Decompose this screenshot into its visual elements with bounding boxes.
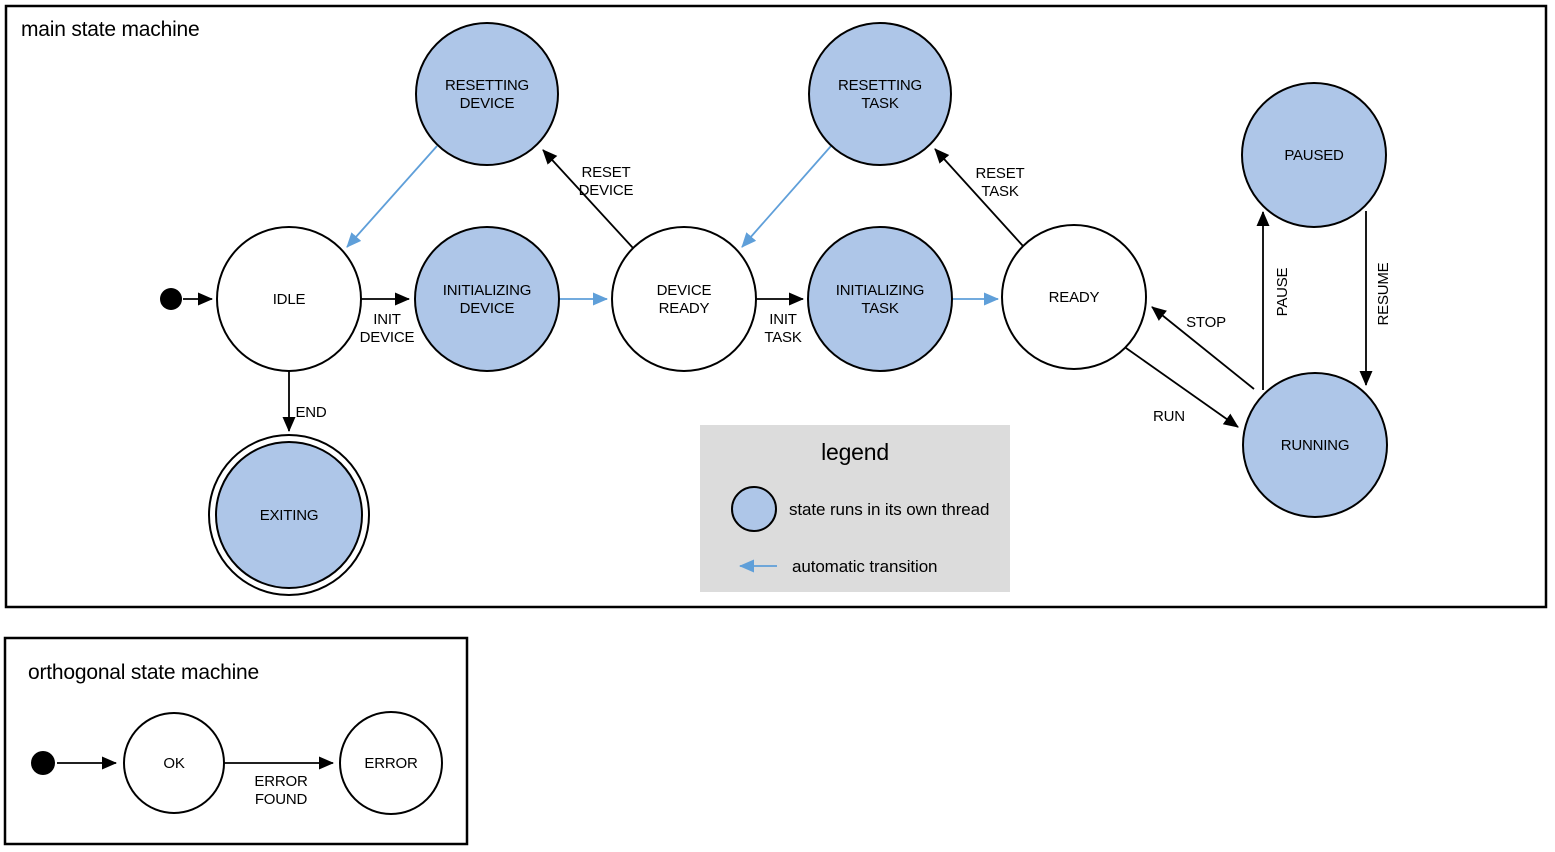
state-initializing-device-label-line1: INITIALIZING [443,282,531,299]
state-ready-label: READY [1049,289,1100,306]
transition-ready-to-resetting-task [934,148,1024,247]
orthogonal-machine-border [3,636,469,846]
main-machine-title: main state machine [21,18,200,41]
state-initializing-task-label-line1: INITIALIZING [836,282,924,299]
transition-label-stop: STOP [1186,314,1226,331]
transition-label-resume: RESUME [1375,262,1392,325]
legend-item-threaded-label: state runs in its own thread [789,500,989,519]
transition-label-error: ERROR [254,773,308,790]
state-error-circle [339,711,443,815]
state-running-circle [1242,372,1388,518]
transition-label-run: RUN [1153,408,1185,425]
legend-title: legend [821,439,889,465]
transition-label-init-device: DEVICE [360,329,415,346]
state-exiting-inner-circle [215,441,363,589]
state-initializing-device-circle [414,226,560,372]
state-exiting-final: EXITING [208,434,370,596]
state-exiting-label: EXITING [260,507,319,524]
state-device-ready-label-line1: DEVICE [657,282,712,299]
transition-label-reset-device: DEVICE [579,182,634,199]
transition-label-reset: RESET [581,164,630,181]
state-running: RUNNING [1242,372,1388,518]
transition-label-end: END [295,404,326,421]
state-error: ERROR [339,711,443,815]
state-ready: READY [1001,224,1147,370]
state-resetting-device: RESETTING DEVICE [415,22,559,166]
state-paused-circle [1241,82,1387,228]
auto-transition-resetting-device-to-idle [346,145,438,248]
state-resetting-task-label-line2: TASK [861,95,898,112]
state-device-ready: DEVICE READY [611,226,757,372]
state-ready-circle [1001,224,1147,370]
orthogonal-machine-title: orthogonal state machine [28,661,259,684]
state-idle-label: IDLE [273,291,306,308]
state-initializing-device-label-line2: DEVICE [460,300,515,317]
legend: legend state runs in its own thread auto… [700,425,1010,592]
state-initializing-task: INITIALIZING TASK [807,226,953,372]
state-idle-circle [216,226,362,372]
transition-label-pause: PAUSE [1274,267,1291,316]
auto-transition-resetting-task-to-device-ready [741,145,832,248]
main-machine-border [4,4,1548,609]
state-initializing-device: INITIALIZING DEVICE [414,226,560,372]
state-resetting-device-circle [415,22,559,166]
state-device-ready-label-line2: READY [659,300,710,317]
transition-label-reset-task: TASK [981,183,1018,200]
state-resetting-device-label-line1: RESETTING [445,77,529,94]
transition-ready-to-running [1125,347,1239,428]
transition-label-init2: INIT [769,311,797,328]
state-paused: PAUSED [1241,82,1387,228]
transition-label-found: FOUND [255,791,308,808]
transition-label-init-task: TASK [764,329,801,346]
transition-running-to-ready [1151,306,1255,390]
state-idle: IDLE [216,226,362,372]
state-device-ready-circle [611,226,757,372]
legend-threaded-state-icon [731,486,777,532]
state-resetting-task-label-line1: RESETTING [838,77,922,94]
state-resetting-device-label-line2: DEVICE [460,95,515,112]
main-initial-state-dot [160,288,182,310]
state-paused-label: PAUSED [1284,147,1344,164]
transition-label-init: INIT [373,311,401,328]
state-resetting-task-circle [808,22,952,166]
state-resetting-task: RESETTING TASK [808,22,952,166]
transition-label-reset2: RESET [975,165,1024,182]
legend-item-automatic-label: automatic transition [792,557,937,576]
state-ok-label: OK [163,755,184,772]
state-error-label: ERROR [364,755,418,772]
state-initializing-task-circle [807,226,953,372]
state-initializing-task-label-line2: TASK [861,300,898,317]
state-running-label: RUNNING [1281,437,1350,454]
state-ok-circle [123,712,225,814]
transition-device-ready-to-resetting-device [542,149,634,249]
state-ok: OK [123,712,225,814]
orthogonal-initial-state-dot [31,751,55,775]
